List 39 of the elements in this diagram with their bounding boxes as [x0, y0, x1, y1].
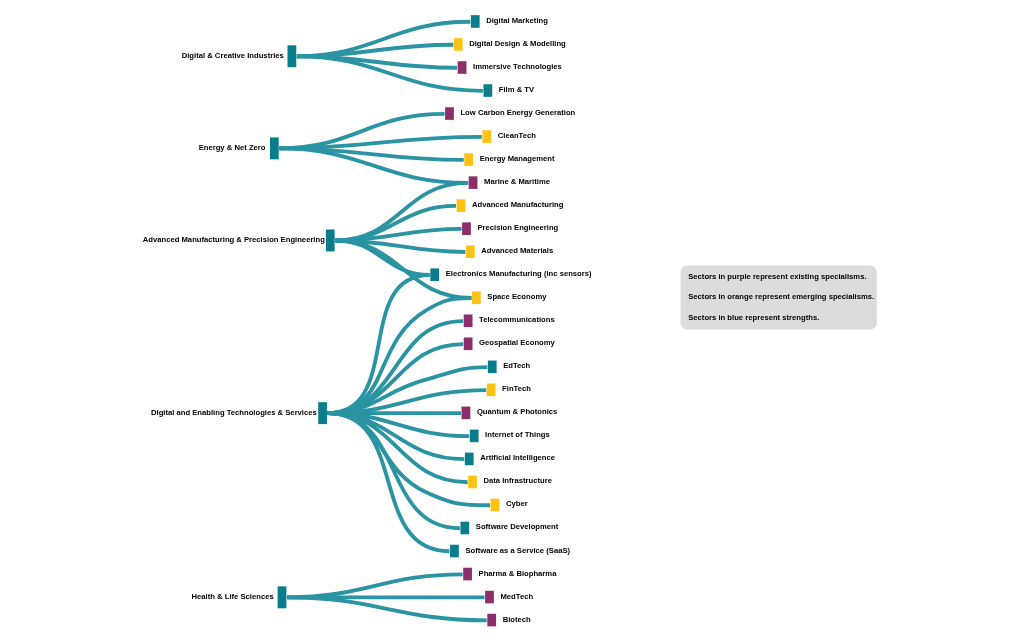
- connector: [334, 227, 462, 243]
- node-box: [486, 383, 496, 397]
- node-box: [457, 61, 466, 74]
- node-box: [469, 429, 479, 443]
- node-box: [459, 521, 469, 535]
- node-box: [429, 268, 439, 282]
- node-box: [468, 176, 477, 189]
- node-box: [277, 586, 286, 609]
- node-box: [490, 498, 499, 512]
- node-box: [467, 475, 477, 489]
- node-box: [449, 544, 459, 558]
- connector: [326, 411, 490, 508]
- connector: [286, 595, 487, 623]
- node-box: [317, 402, 327, 425]
- node-box: [471, 291, 481, 305]
- node-box: [462, 567, 472, 581]
- node-box: [325, 229, 335, 252]
- node-box: [269, 137, 279, 160]
- node-box: [487, 360, 497, 374]
- node-box: [456, 199, 465, 212]
- node-box: [464, 452, 474, 466]
- node-box: [465, 245, 475, 258]
- node-box: [463, 337, 472, 351]
- node-box: [444, 107, 454, 120]
- node-box: [287, 45, 296, 68]
- connector: [326, 411, 464, 462]
- node-box: [453, 38, 463, 51]
- node-box: [461, 222, 471, 235]
- node-box: [486, 613, 496, 627]
- node-box: [463, 314, 472, 328]
- connector: [326, 411, 468, 485]
- node-box: [483, 84, 492, 97]
- connector: [296, 54, 483, 93]
- node-box: [463, 153, 473, 166]
- node-box: [470, 15, 480, 28]
- node-box: [481, 130, 491, 143]
- connector: [334, 181, 468, 243]
- node-box: [484, 590, 494, 604]
- node-box: [461, 406, 470, 420]
